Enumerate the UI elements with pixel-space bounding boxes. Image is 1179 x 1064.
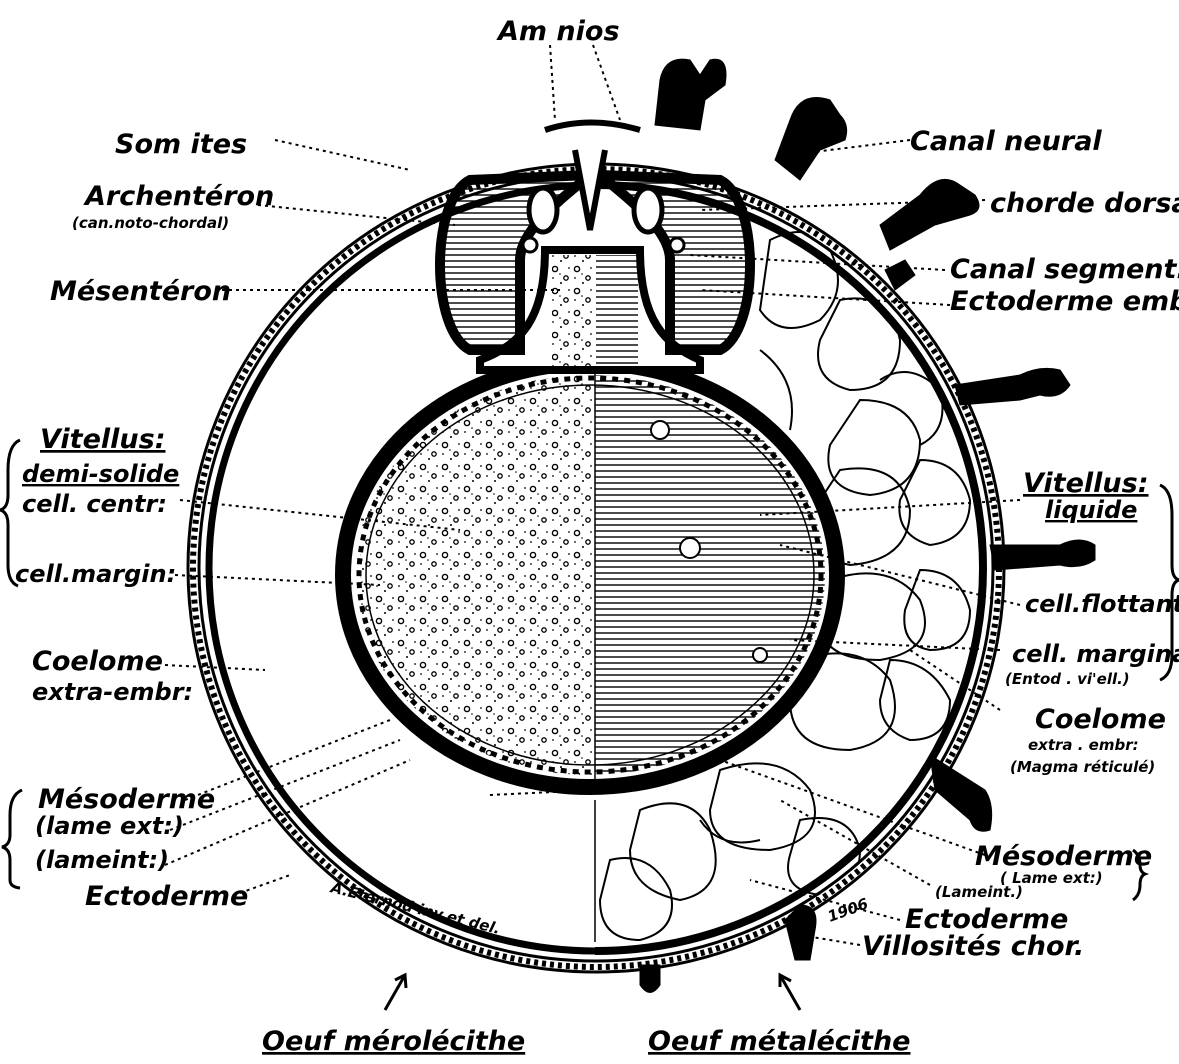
label-vitellus-right: Vitellus: xyxy=(1023,468,1149,499)
label-lame-int-right: (Lameint.) xyxy=(935,883,1023,901)
vitellus-demi-solide xyxy=(360,365,595,785)
label-somites: Som ites xyxy=(115,129,247,160)
floating-cell xyxy=(753,648,767,662)
label-coelome-left-sub: extra-embr: xyxy=(32,678,193,706)
label-entod-vitell: (Entod . vi'ell.) xyxy=(1005,670,1130,688)
label-vitellus-left: Vitellus: xyxy=(40,424,166,455)
amnios-membrane xyxy=(545,123,640,131)
label-lame-int-left: (lameint:) xyxy=(35,846,169,874)
label-coelome-right: Coelome xyxy=(1035,704,1166,735)
chorde-right xyxy=(670,238,684,252)
labels-right: Canal neural chorde dorsale Canal segmen… xyxy=(862,126,1179,962)
label-coelome-left: Coelome xyxy=(32,646,163,677)
label-archenteron-sub: (can.noto-chordal) xyxy=(72,214,229,232)
label-ectoderme-left: Ectoderme xyxy=(85,881,248,912)
arrows xyxy=(385,975,800,1010)
label-mesoderme-left: Mésoderme xyxy=(38,784,215,815)
caption-oeuf-merolecithe: Oeuf mérolécithe xyxy=(262,1026,525,1057)
label-lame-ext-left: (lame ext:) xyxy=(35,812,184,840)
canal-segment-right xyxy=(634,188,662,232)
label-amnios: Am nios xyxy=(496,16,620,47)
caption-oeuf-metalecithe: Oeuf métalécithe xyxy=(648,1026,910,1057)
label-mesenteron: Mésentéron xyxy=(50,276,231,307)
label-cell-centr: cell. centr: xyxy=(22,490,167,518)
label-coelome-right-sub: extra . embr: xyxy=(1028,736,1139,754)
label-cell-margin: cell.margin: xyxy=(15,560,176,588)
floating-cell xyxy=(680,538,700,558)
label-archenteron: Archentéron xyxy=(83,181,274,212)
label-cell-flottantes: cell.flottantes xyxy=(1025,590,1179,618)
label-cell-marginales: cell. marginales xyxy=(1012,640,1179,668)
label-chorde-dorsale: chorde dorsale xyxy=(990,188,1179,219)
chorde-left xyxy=(523,238,537,252)
label-canal-segment: Canal segment: xyxy=(950,254,1179,285)
label-ectoderme-embr: Ectoderme embr: xyxy=(950,286,1179,317)
label-mesoderme-right: Mésoderme xyxy=(975,841,1152,872)
floating-cell xyxy=(651,421,669,439)
canal-neural xyxy=(575,150,605,230)
label-villosites: Villosités chor. xyxy=(862,931,1084,962)
label-magma: (Magma réticulé) xyxy=(1010,758,1155,776)
label-liquide: liquide xyxy=(1045,496,1137,524)
canal-segment-left xyxy=(529,188,557,232)
label-demi-solide: demi-solide xyxy=(22,460,179,488)
label-canal-neural: Canal neural xyxy=(910,126,1102,157)
